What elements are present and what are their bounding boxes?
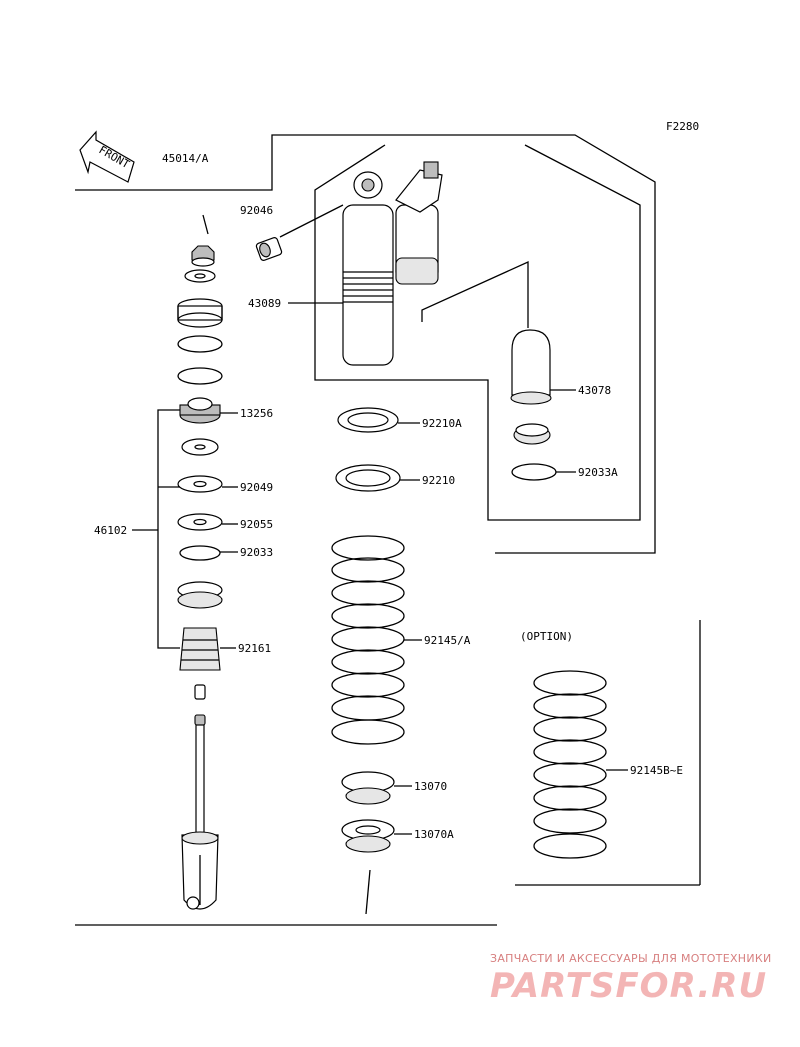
- watermark-logo: PARTSFOR.RU: [490, 966, 768, 1006]
- callout-13070a: 13070A: [414, 828, 454, 841]
- callout-92145a: 92145/A: [424, 634, 471, 647]
- bushing-92046: [255, 237, 283, 261]
- reservoir-bladder-43078: [510, 329, 552, 405]
- assembly-frame-lines: [75, 134, 701, 926]
- option-label: (OPTION): [520, 630, 573, 643]
- option-spring-92145b-e: [533, 670, 607, 859]
- left-parts-stack: [177, 245, 223, 910]
- callout-13256: 13256: [240, 407, 273, 420]
- callout-13070: 13070: [414, 780, 447, 793]
- spring-seats-13070: [341, 771, 395, 853]
- callout-92033a: 92033A: [578, 466, 618, 479]
- callout-46102: 46102: [94, 524, 127, 537]
- callout-92055: 92055: [240, 518, 273, 531]
- callout-92033: 92033: [240, 546, 273, 559]
- callout-45014: 45014/A: [162, 152, 209, 165]
- shock-body-43089: [342, 161, 443, 366]
- callout-92210: 92210: [422, 474, 455, 487]
- figure-code: F2280: [666, 120, 699, 133]
- watermark-subtitle: ЗАПЧАСТИ И АКСЕССУАРЫ ДЛЯ МОТОТЕХНИКИ: [490, 952, 772, 965]
- callout-92046: 92046: [240, 204, 273, 217]
- main-spring-92145: [331, 535, 405, 745]
- lock-rings-92210: [335, 407, 557, 492]
- callout-92145b-e: 92145B~E: [630, 764, 683, 777]
- callout-43089: 43089: [248, 297, 281, 310]
- callout-43078: 43078: [578, 384, 611, 397]
- callout-92049: 92049: [240, 481, 273, 494]
- front-arrow-icon: FRONT: [79, 130, 135, 183]
- callout-92161: 92161: [238, 642, 271, 655]
- leader-lines: [132, 204, 628, 835]
- callout-92210a: 92210A: [422, 417, 462, 430]
